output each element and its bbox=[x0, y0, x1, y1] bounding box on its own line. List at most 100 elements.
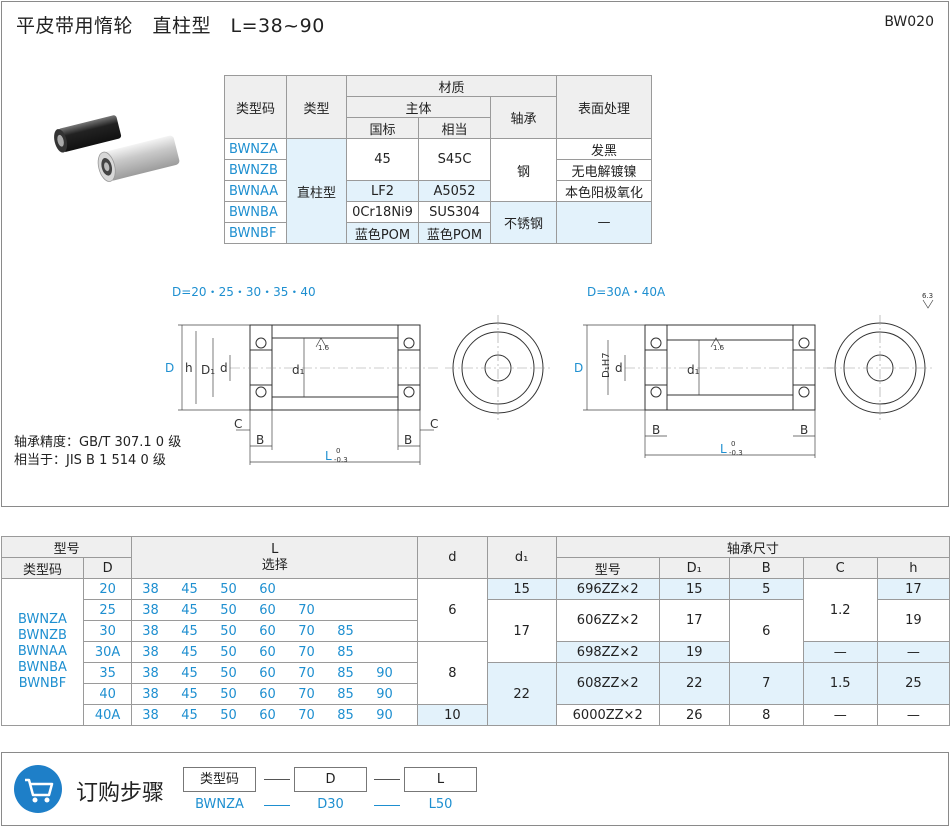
L-option[interactable]: 85 bbox=[337, 644, 354, 660]
h-value: — bbox=[876, 704, 950, 726]
order-separator bbox=[264, 779, 290, 780]
L-option[interactable]: 85 bbox=[337, 623, 354, 639]
order-steps-panel: 订购步骤 类型码 D L BWNZA D30 L50 bbox=[1, 752, 949, 826]
order-example-separator bbox=[374, 805, 400, 806]
L-option[interactable]: 90 bbox=[376, 707, 393, 723]
L-option[interactable]: 85 bbox=[337, 686, 354, 702]
gb-value: 0Cr18Ni9 bbox=[346, 201, 419, 223]
L-option[interactable]: 45 bbox=[181, 581, 198, 597]
L-options: 38 45 50 60 70 85 90 bbox=[131, 662, 419, 684]
L-option[interactable]: 90 bbox=[376, 665, 393, 681]
gb-value: 蓝色POM bbox=[346, 222, 419, 244]
type-code: BWNZB bbox=[18, 628, 67, 643]
L-options: 38 45 50 60 bbox=[131, 578, 419, 600]
L-option[interactable]: 50 bbox=[220, 623, 237, 639]
dim-B-left-2: B bbox=[652, 423, 660, 437]
roughness-global: 6.3 bbox=[922, 292, 933, 300]
D-value: 30A bbox=[82, 641, 133, 663]
L-option[interactable]: 45 bbox=[181, 707, 198, 723]
B-value: 6 bbox=[728, 599, 804, 663]
L-option[interactable]: 45 bbox=[181, 686, 198, 702]
L-option[interactable]: 60 bbox=[259, 644, 276, 660]
C-value: 1.2 bbox=[802, 578, 878, 642]
h-value: 19 bbox=[876, 599, 950, 642]
L-option[interactable]: 70 bbox=[298, 644, 315, 660]
L-option[interactable]: 45 bbox=[181, 623, 198, 639]
table-row: 30 38 45 50 60 70 85 bbox=[2, 620, 950, 642]
L-option[interactable]: 45 bbox=[181, 602, 198, 618]
note-line: 轴承精度：GB/T 307.1 0 级 bbox=[14, 435, 182, 450]
D-value: 30 bbox=[82, 620, 133, 642]
d1-value: 17 bbox=[486, 599, 557, 663]
roller-body-outline-2 bbox=[644, 324, 816, 411]
L-option[interactable]: 50 bbox=[220, 581, 237, 597]
L-option[interactable]: 45 bbox=[181, 665, 198, 681]
order-title: 订购步骤 bbox=[76, 781, 165, 806]
col-equiv: 相当 bbox=[418, 117, 491, 139]
L-option[interactable]: 38 bbox=[142, 581, 159, 597]
L-option[interactable]: 50 bbox=[220, 602, 237, 618]
roughness-1: 1.6 bbox=[318, 344, 330, 352]
order-example-type-code: BWNZA bbox=[195, 797, 244, 812]
L-option[interactable]: 60 bbox=[259, 581, 276, 597]
L-option[interactable]: 60 bbox=[259, 707, 276, 723]
dim-C-left: C bbox=[234, 417, 242, 431]
L-option[interactable]: 38 bbox=[142, 623, 159, 639]
dim-h: h bbox=[185, 361, 193, 375]
L-option[interactable]: 38 bbox=[142, 686, 159, 702]
L-option[interactable]: 60 bbox=[259, 602, 276, 618]
L-option[interactable]: 60 bbox=[259, 686, 276, 702]
L-option[interactable]: 85 bbox=[337, 665, 354, 681]
L-option[interactable]: 50 bbox=[220, 644, 237, 660]
L-option[interactable]: 60 bbox=[259, 623, 276, 639]
h-value: — bbox=[876, 641, 950, 663]
col-model: 型号 bbox=[0, 536, 133, 558]
L-option[interactable]: 60 bbox=[259, 665, 276, 681]
L-option[interactable]: 38 bbox=[142, 644, 159, 660]
L-option[interactable]: 70 bbox=[298, 686, 315, 702]
gb-value: LF2 bbox=[346, 180, 419, 202]
order-example-separator bbox=[264, 805, 290, 806]
L-option[interactable]: 38 bbox=[142, 707, 159, 723]
L-option[interactable]: 38 bbox=[142, 602, 159, 618]
order-box-D[interactable]: D bbox=[294, 767, 367, 792]
L-option[interactable]: 38 bbox=[142, 665, 159, 681]
d-value: 10 bbox=[417, 704, 488, 726]
L-option[interactable]: 90 bbox=[376, 686, 393, 702]
product-image bbox=[54, 115, 180, 182]
type-code: BWNZB bbox=[224, 159, 287, 181]
bearing-model: 698ZZ×2 bbox=[555, 641, 660, 663]
L-option[interactable]: 45 bbox=[181, 644, 198, 660]
col-type-code: 类型码 bbox=[1, 557, 84, 579]
D1-value: 26 bbox=[658, 704, 730, 726]
bearing-right-outline bbox=[397, 324, 421, 411]
L-option[interactable]: 70 bbox=[298, 665, 315, 681]
D-value: 25 bbox=[82, 599, 133, 621]
page-title: 平皮带用惰轮 直柱型 L=38~90 bbox=[16, 15, 325, 37]
L-option[interactable]: 70 bbox=[298, 602, 315, 618]
type-code: BWNBA bbox=[18, 660, 67, 675]
L-option[interactable]: 70 bbox=[298, 707, 315, 723]
L-option[interactable]: 70 bbox=[298, 623, 315, 639]
L-option[interactable]: 85 bbox=[337, 707, 354, 723]
B-value: 5 bbox=[728, 578, 804, 600]
D-value: 40 bbox=[82, 683, 133, 705]
order-box-type-code[interactable]: 类型码 bbox=[183, 767, 256, 792]
L-option[interactable]: 50 bbox=[220, 686, 237, 702]
d-value: 8 bbox=[417, 641, 488, 705]
order-box-L[interactable]: L bbox=[404, 767, 477, 792]
col-C: C bbox=[802, 557, 878, 579]
L-option[interactable]: 50 bbox=[220, 707, 237, 723]
D-value: 20 bbox=[82, 578, 133, 600]
right-drawing-title: D=30A・40A bbox=[587, 285, 666, 299]
L-options: 38 45 50 60 70 85 bbox=[131, 641, 419, 663]
type-code: BWNBF bbox=[18, 676, 67, 691]
L-option[interactable]: 50 bbox=[220, 665, 237, 681]
d1-value: 22 bbox=[486, 662, 557, 726]
dim-D: D bbox=[165, 361, 174, 375]
C-value: — bbox=[802, 641, 878, 663]
